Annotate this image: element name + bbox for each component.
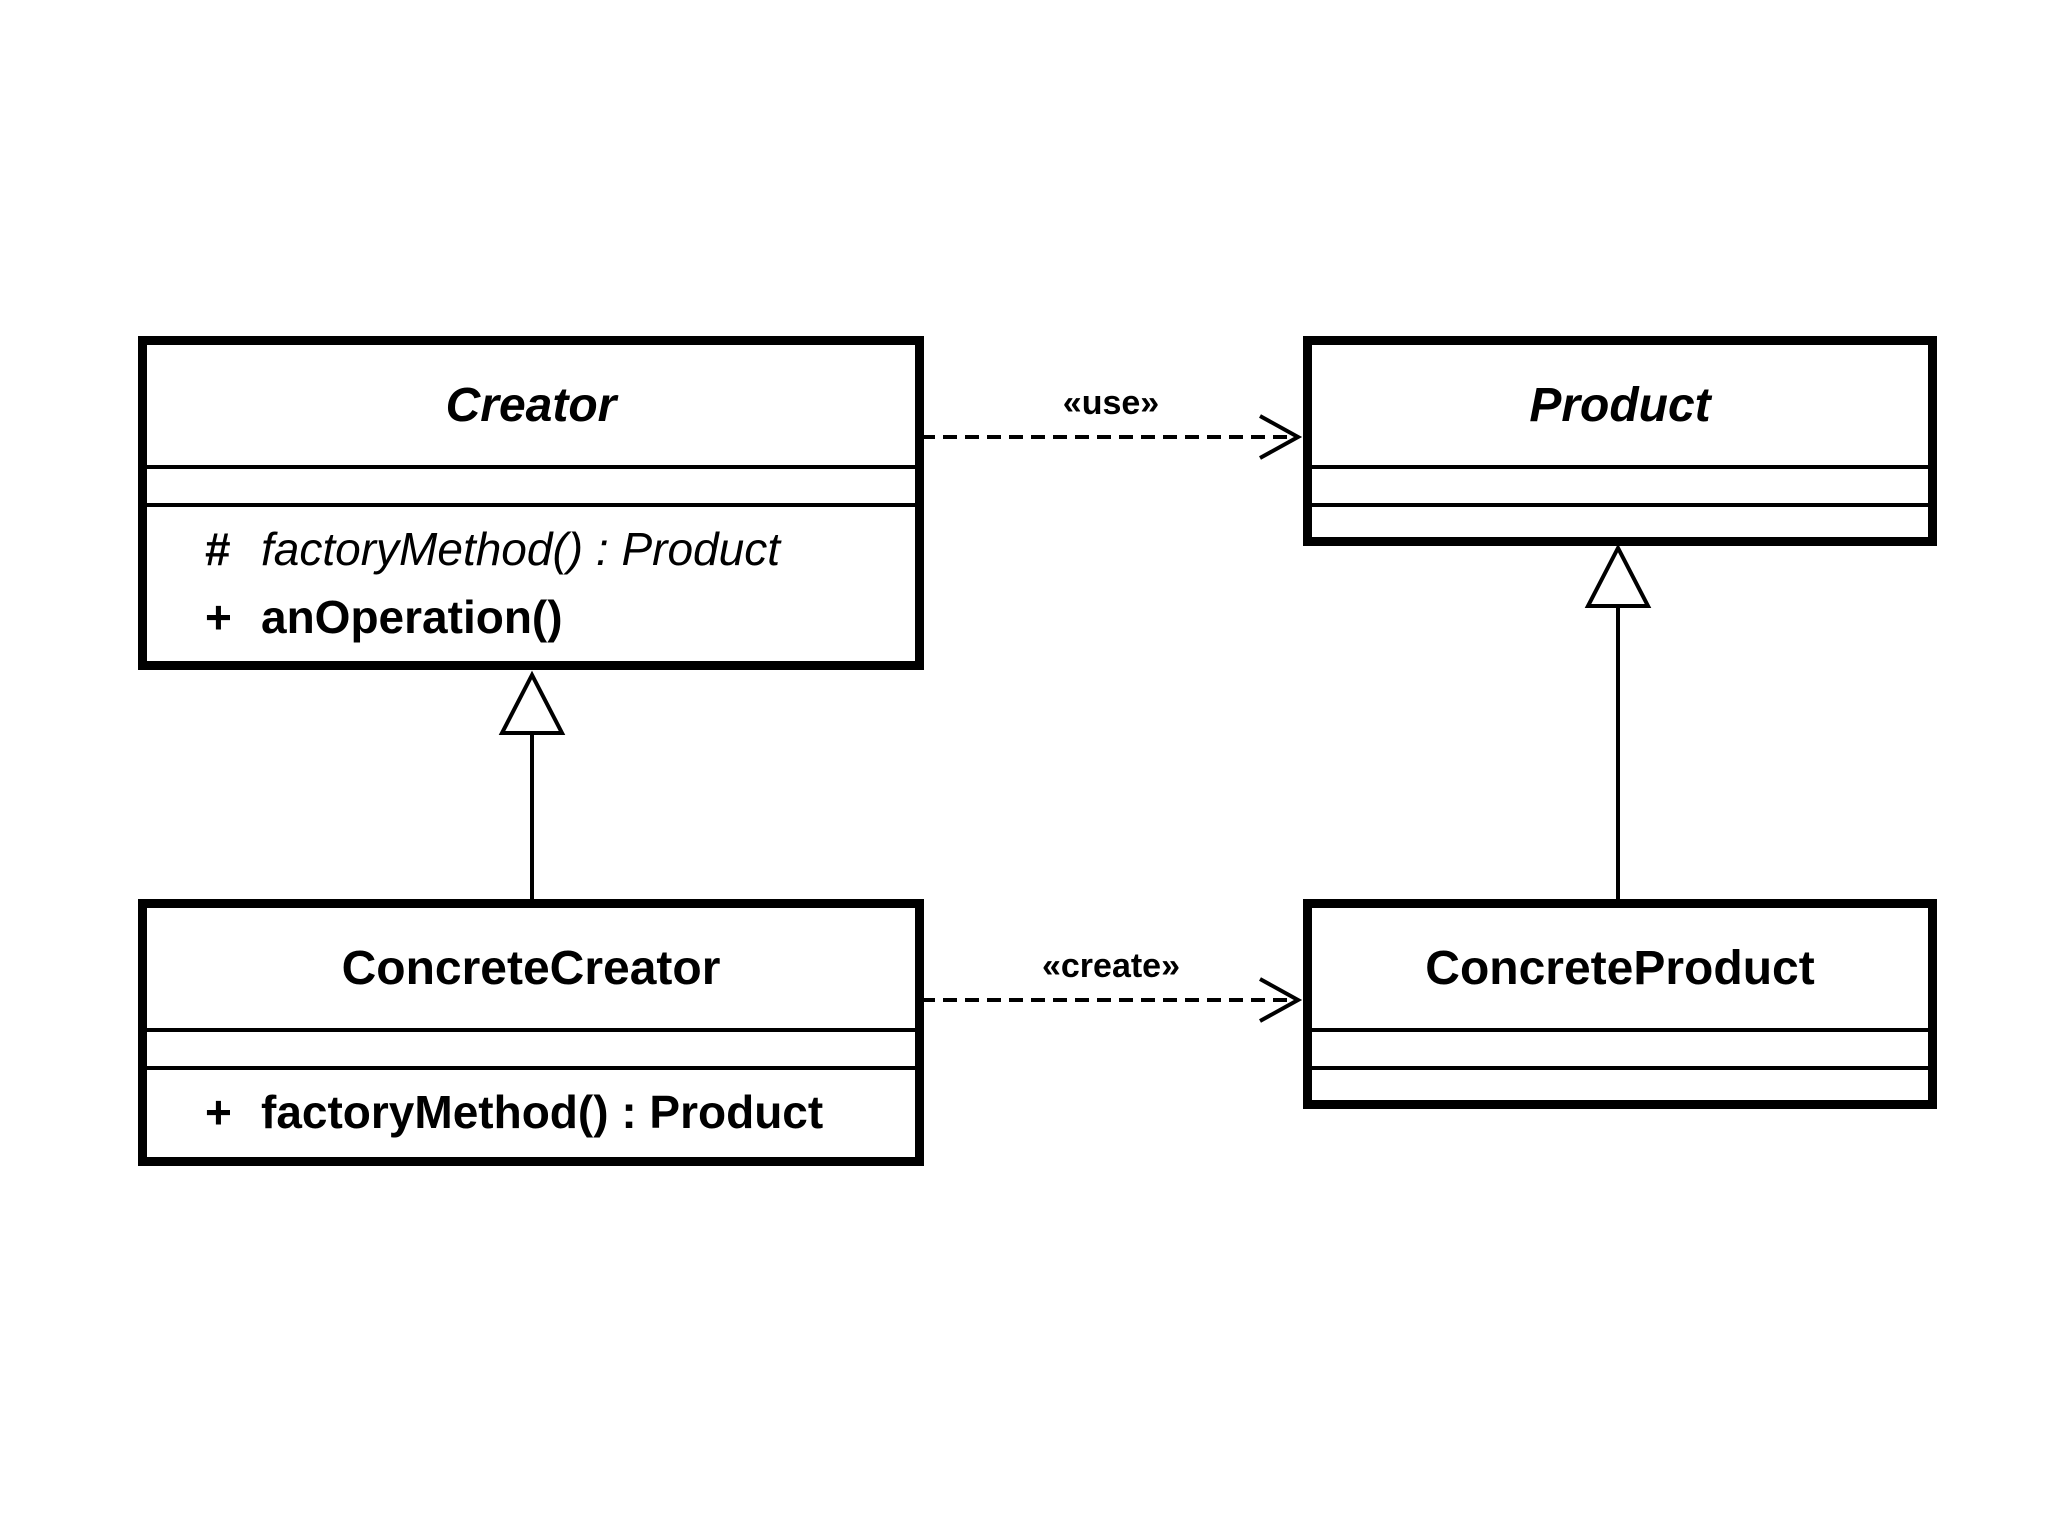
operation-signature: factoryMethod() : Product bbox=[261, 523, 780, 575]
creator-class: Creator # factoryMethod() : Product + an… bbox=[138, 336, 924, 670]
product-attributes-compartment bbox=[1312, 469, 1928, 507]
visibility-protected: # bbox=[205, 523, 231, 575]
concrete-creator-operation-factory-method: + factoryMethod() : Product bbox=[205, 1078, 915, 1146]
creator-attributes-compartment bbox=[147, 469, 915, 507]
concrete-creator-class-name: ConcreteCreator bbox=[147, 908, 915, 1032]
use-dependency-arrowhead bbox=[1259, 414, 1303, 460]
creator-generalization-arrowhead bbox=[498, 670, 566, 735]
create-dependency-arrowhead bbox=[1259, 977, 1303, 1023]
operation-signature: anOperation() bbox=[261, 591, 563, 643]
concrete-creator-operations-compartment: + factoryMethod() : Product bbox=[147, 1070, 915, 1146]
creator-operation-an-operation: + anOperation() bbox=[205, 583, 915, 651]
product-class-name: Product bbox=[1312, 345, 1928, 469]
concrete-creator-attributes-compartment bbox=[147, 1032, 915, 1070]
visibility-public: + bbox=[205, 1086, 232, 1138]
concrete-creator-class: ConcreteCreator + factoryMethod() : Prod… bbox=[138, 899, 924, 1166]
creator-operation-factory-method: # factoryMethod() : Product bbox=[205, 515, 915, 583]
concrete-product-class-name: ConcreteProduct bbox=[1312, 908, 1928, 1032]
concrete-product-attributes-compartment bbox=[1312, 1032, 1928, 1070]
product-generalization-arrowhead bbox=[1584, 543, 1652, 608]
visibility-public: + bbox=[205, 591, 232, 643]
operation-signature: factoryMethod() : Product bbox=[261, 1086, 824, 1138]
concrete-product-class: ConcreteProduct bbox=[1303, 899, 1937, 1109]
use-stereotype-label: «use» bbox=[1062, 384, 1160, 422]
creator-operations-compartment: # factoryMethod() : Product + anOperatio… bbox=[147, 507, 915, 651]
create-stereotype-label: «create» bbox=[1041, 947, 1180, 985]
product-class: Product bbox=[1303, 336, 1937, 546]
creator-class-name: Creator bbox=[147, 345, 915, 469]
